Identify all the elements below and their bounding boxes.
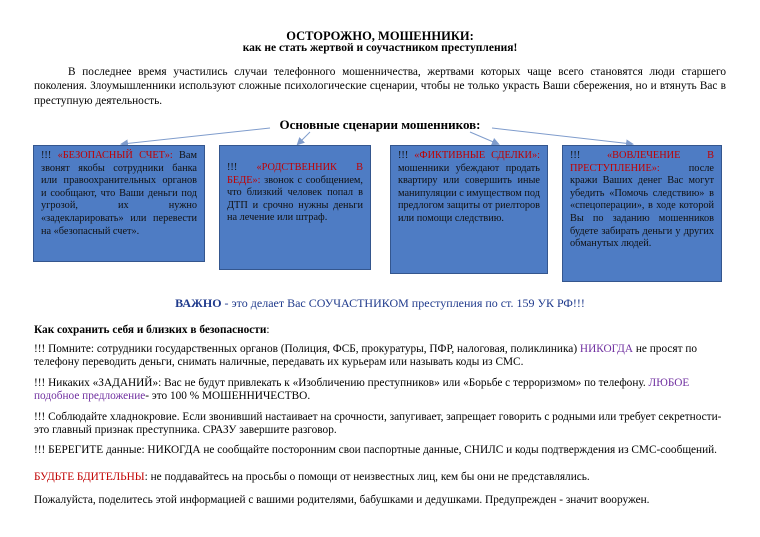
card-text: мошенники убеждают продать квартиру или … xyxy=(398,162,540,224)
arrow-to-card-3 xyxy=(469,131,500,146)
card-text: звонок с сообщением, что близкий человек… xyxy=(227,174,363,224)
tip-stay-calm: !!! Соблюдайте хладнокровие. Если звонив… xyxy=(34,411,722,436)
scenario-card-relative-in-trouble: !!! «РОДСТВЕННИК В БЕДЕ»: звонок с сообщ… xyxy=(219,145,371,270)
tip-text: не просят по телефону переводить деньги,… xyxy=(34,343,698,368)
card-prefix: !!! xyxy=(41,150,58,161)
important-notice: ВАЖНО - это делает Вас СОУЧАСТНИКОМ прес… xyxy=(0,296,760,310)
card-text: после кражи Ваших денег Вас могут убедит… xyxy=(570,162,714,250)
tip-purple-highlight: ЛЮБОЕ подобное предложение xyxy=(34,377,690,402)
tip-text: !!! Никаких «ЗАДАНИЙ»: Вас не будут прив… xyxy=(34,377,649,389)
card-prefix: !!! xyxy=(570,150,608,161)
tip-be-vigilant: БУДЬТЕ БДИТЕЛЬНЫ: не поддавайтесь на про… xyxy=(34,471,726,484)
card-prefix: !!! xyxy=(227,162,257,173)
page-subtitle: как не стать жертвой и соучастником прес… xyxy=(242,42,518,54)
scenario-card-safe-account: !!! «БЕЗОПАСНЫЙ СЧЕТ»: Вам звонят якобы … xyxy=(33,145,205,262)
tip-no-tasks: !!! Никаких «ЗАДАНИЙ»: Вас не будут прив… xyxy=(34,377,726,402)
tip-red-highlight: БУДЬТЕ БДИТЕЛЬНЫ xyxy=(34,471,145,483)
tip-text: : не поддавайтесь на просьбы о помощи от… xyxy=(144,471,590,483)
card-highlight: «БЕЗОПАСНЫЙ СЧЕТ»: xyxy=(57,150,173,161)
tip-text: !!! Помните: сотрудники государственных … xyxy=(34,343,580,355)
closing-paragraph: Пожалуйста, поделитесь этой информацией … xyxy=(34,494,650,506)
card-highlight: «ВОВЛЕЧЕНИЕ В ПРЕСТУПЛЕНИЕ»: xyxy=(570,150,714,174)
important-separator: - xyxy=(221,296,232,310)
important-label: ВАЖНО xyxy=(175,296,222,310)
tip-protect-data: !!! БЕРЕГИТЕ данные: НИКОГДА не сообщайт… xyxy=(34,444,717,456)
arrow-to-card-2 xyxy=(296,131,311,146)
tip-never-highlight: НИКОГДА xyxy=(579,343,634,355)
intro-paragraph: В последнее время участились случаи теле… xyxy=(34,66,726,107)
card-prefix: !!! xyxy=(398,150,415,161)
safety-heading: Как сохранить себя и близких в безопасно… xyxy=(34,324,726,337)
scenario-card-involvement-in-crime: !!! «ВОВЛЕЧЕНИЕ В ПРЕСТУПЛЕНИЕ»: после к… xyxy=(562,145,722,282)
card-text: Вам звонят якобы сотрудники банка или пр… xyxy=(41,150,197,237)
important-text: это делает Вас СОУЧАСТНИКОМ преступления… xyxy=(231,296,585,310)
card-highlight: «ФИКТИВНЫЕ СДЕЛКИ»: xyxy=(414,150,540,161)
safety-heading-colon: : xyxy=(266,324,270,336)
tip-government-agencies: !!! Помните: сотрудники государственных … xyxy=(34,343,726,368)
safety-heading-text: Как сохранить себя и близких в безопасно… xyxy=(34,324,267,336)
card-highlight: «РОДСТВЕННИК В БЕДЕ»: xyxy=(227,162,363,186)
page-title: ОСТОРОЖНО, МОШЕННИКИ: xyxy=(286,29,474,43)
tip-text: - это 100 % МОШЕННИЧЕСТВО. xyxy=(145,389,311,402)
scenario-card-fictitious-deals: !!! «ФИКТИВНЫЕ СДЕЛКИ»: мошенники убежда… xyxy=(390,145,548,274)
scenarios-heading: Основные сценарии мошенников: xyxy=(279,117,481,132)
